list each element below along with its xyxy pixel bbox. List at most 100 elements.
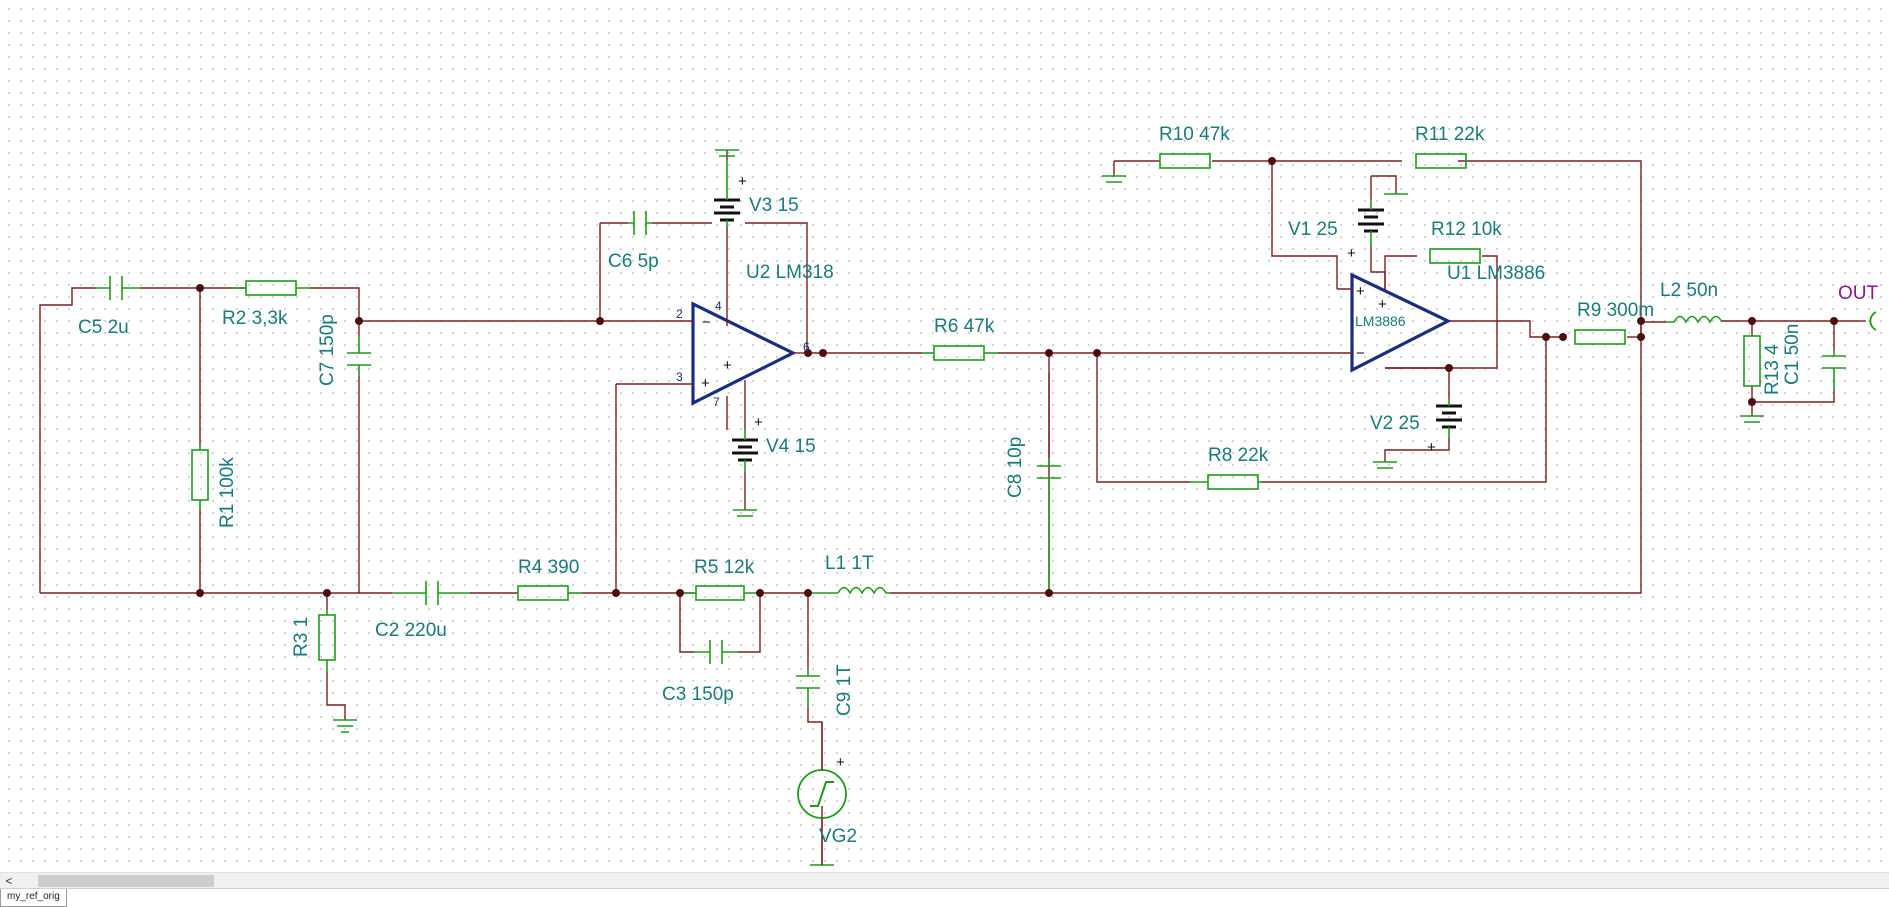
- ground-icon: [1373, 461, 1397, 469]
- pin-label-u2-2: 2: [676, 307, 683, 321]
- label-v3: V3 15: [749, 195, 799, 216]
- label-vg2: VG2: [819, 826, 857, 847]
- wire: [1640, 321, 1666, 337]
- scroll-left-button[interactable]: <: [5, 874, 13, 888]
- schematic: C5 2u R2 3,3k C7 150p R1 100k R3 1 C2 22…: [39, 124, 1879, 866]
- sign-u2-plus2: +: [723, 357, 732, 374]
- wire: [1450, 320, 1546, 338]
- sign-v2-plus: +: [1427, 439, 1436, 456]
- components: [96, 153, 1846, 708]
- ground-icon: [333, 719, 357, 733]
- capacitor-c8: [1037, 458, 1061, 593]
- sheet-tab[interactable]: my_ref_orig: [0, 889, 67, 907]
- label-r3: R3 1: [291, 617, 312, 657]
- resistor-r12: [1429, 248, 1481, 264]
- inductor-l1: [808, 586, 890, 595]
- pin-label-u2-3: 3: [676, 370, 683, 384]
- battery-v1: [1358, 200, 1384, 246]
- resistor-r11: [1415, 153, 1467, 169]
- label-r10: R10 47k: [1159, 124, 1230, 145]
- label-r12: R12 10k: [1431, 219, 1502, 240]
- label-r6: R6 47k: [934, 316, 995, 337]
- out-port: [1858, 311, 1877, 331]
- ground-icon: [733, 509, 757, 517]
- pin-label-u2-4: 4: [715, 299, 722, 313]
- resistor-r8: [1190, 474, 1262, 490]
- label-r2: R2 3,3k: [222, 308, 288, 329]
- horizontal-scrollbar[interactable]: <: [0, 872, 1889, 889]
- capacitor-c5: [96, 276, 140, 300]
- wire: [738, 593, 761, 653]
- label-c8: C8 10p: [1005, 437, 1026, 498]
- resistor-r1: [191, 446, 209, 510]
- resistor-r13: [1743, 335, 1761, 387]
- label-c6: C6 5p: [608, 251, 659, 272]
- capacitor-c9: [796, 668, 820, 708]
- resistor-r9: [1574, 329, 1626, 345]
- capacitor-c6: [628, 211, 652, 235]
- junctions: [196, 157, 1838, 597]
- wire: [679, 593, 694, 653]
- polarity-signs: − + + + + − + + + + +: [701, 173, 1436, 771]
- resistor-r6: [922, 345, 998, 361]
- resistor-r4: [517, 585, 582, 601]
- wire: [745, 222, 808, 353]
- pin-label-u2-6: 6: [803, 340, 810, 354]
- batteries: [714, 160, 1462, 472]
- resistor-r10: [1159, 153, 1211, 169]
- battery-v2: [1436, 399, 1462, 438]
- sign-v1-plus: +: [1347, 245, 1356, 262]
- sign-u1-plus: +: [1356, 283, 1365, 300]
- sign-v4-plus: +: [754, 414, 763, 431]
- battery-v4: [732, 430, 758, 472]
- capacitor-c2: [392, 581, 470, 605]
- sign-v3-plus: +: [738, 173, 747, 190]
- ground-icon: [715, 149, 739, 157]
- resistor-r2: [232, 280, 310, 296]
- pin-labels: 2 3 4 7 6: [676, 299, 810, 409]
- wire: [807, 708, 823, 770]
- capacitor-c1: [1822, 350, 1846, 390]
- sign-u1-minus: −: [1356, 345, 1365, 362]
- wire: [1751, 386, 1835, 403]
- schematic-canvas[interactable]: C5 2u R2 3,3k C7 150p R1 100k R3 1 C2 22…: [0, 0, 1889, 872]
- label-r9: R9 300m: [1577, 300, 1654, 321]
- inductor-l2: [1666, 315, 1723, 324]
- sign-vg2-plus: +: [836, 754, 845, 771]
- label-r5: R5 12k: [694, 557, 755, 578]
- capacitor-c3: [694, 640, 738, 664]
- label-r8: R8 22k: [1208, 445, 1269, 466]
- sheet-tab-bar: my_ref_orig: [0, 888, 1889, 907]
- wire: [1371, 175, 1397, 194]
- resistor-r5: [680, 585, 760, 601]
- wire: [1262, 337, 1547, 483]
- label-r1: R1 100k: [217, 457, 238, 528]
- resistor-r3: [318, 610, 336, 672]
- label-c3: C3 150p: [662, 684, 734, 705]
- component-labels: C5 2u R2 3,3k C7 150p R1 100k R3 1 C2 22…: [78, 124, 1803, 847]
- label-u2: U2 LM318: [746, 262, 834, 283]
- wire: [1384, 438, 1450, 462]
- scrollbar-thumb[interactable]: [38, 875, 214, 887]
- pin-label-u2-7: 7: [713, 395, 720, 409]
- label-v2: V2 25: [1370, 413, 1420, 434]
- wire: [1385, 367, 1450, 399]
- wire: [326, 672, 346, 720]
- port-label-out: OUT: [1838, 283, 1879, 304]
- label-u1-part: LM3886: [1355, 313, 1406, 329]
- label-r13: R13 4: [1762, 344, 1783, 395]
- label-u1: U1 LM3886: [1447, 263, 1545, 284]
- opamp-u1: [1337, 272, 1452, 373]
- label-l1: L1 1T: [825, 553, 874, 574]
- ground-icon: [1740, 415, 1764, 423]
- signal-source-vg2: [797, 722, 847, 865]
- wire: [1271, 161, 1338, 289]
- wire: [1384, 255, 1417, 290]
- wire: [1049, 160, 1642, 594]
- label-v4: V4 15: [766, 436, 816, 457]
- label-r11: R11 22k: [1415, 124, 1485, 145]
- sign-u2-minus: −: [702, 314, 711, 331]
- wires: [39, 150, 1858, 865]
- label-c2: C2 220u: [375, 620, 447, 641]
- wire: [39, 287, 96, 593]
